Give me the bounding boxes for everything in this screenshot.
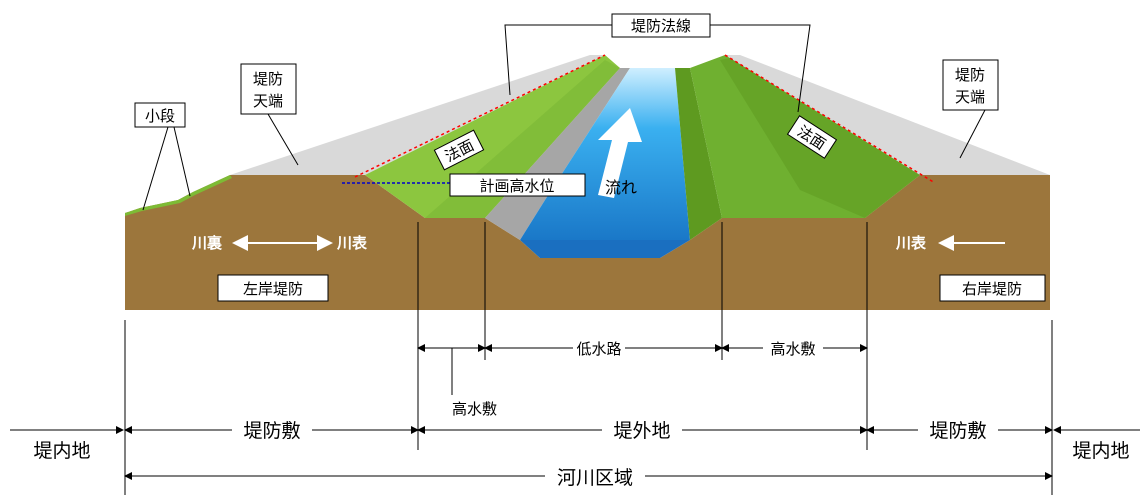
revetment <box>485 68 630 240</box>
embankment-line-right <box>724 54 936 184</box>
planned-high-water-label: 計画高水位 <box>479 178 554 195</box>
water-channel <box>520 68 690 240</box>
riverside-left-label: 川表 <box>336 234 368 252</box>
inland-left-label: 堤内地 <box>33 440 90 462</box>
berm-leader-2 <box>173 126 191 197</box>
berm-label: 小段 <box>145 108 175 125</box>
arrow-head-right <box>317 235 333 251</box>
embankment-line-label: 堤防法線 <box>631 18 691 35</box>
crown-left-label-2: 天端 <box>253 93 283 110</box>
crown-right <box>725 55 1050 175</box>
riverside-land-label: 堤外地 <box>613 420 670 442</box>
reference-lines <box>124 222 1053 495</box>
embankment-line-leader <box>504 24 612 96</box>
arrow-head-left <box>232 235 248 251</box>
planned-high-water-label-box <box>449 173 586 197</box>
landside-left-label: 川裏 <box>191 234 223 252</box>
crown-left-label-1: 堤防 <box>253 71 283 88</box>
flow-label: 流れ <box>605 179 637 197</box>
arrow-head-right-side <box>938 235 954 251</box>
berm-leader-1 <box>142 126 169 211</box>
left-levee-label: 左岸堤防 <box>243 281 303 298</box>
riverside-land-label-bg <box>602 418 682 442</box>
embankment-line-leader-right <box>710 24 811 113</box>
left-slope-grass <box>365 55 620 218</box>
right-slope-inner <box>675 68 722 240</box>
right-levee-label: 右岸堤防 <box>962 281 1022 298</box>
high-water-bed-right-label: 高水敷 <box>770 340 815 358</box>
soil-body <box>125 175 1050 310</box>
river-area-label-bg <box>545 463 645 489</box>
high-water-bed-right-label-bg <box>763 338 823 358</box>
slope-left-label-box <box>433 129 485 171</box>
crown-right-label-1: 堤防 <box>955 67 985 84</box>
berm-label-box <box>134 102 186 128</box>
flow-arrow <box>598 108 642 198</box>
left-levee-label-box <box>217 274 329 302</box>
berm-grass <box>125 175 232 216</box>
low-water-channel-label: 低水路 <box>576 341 621 358</box>
embankment-line-left <box>354 54 606 178</box>
river-area-label: 河川区域 <box>557 467 633 489</box>
levee-site-left-label-bg <box>232 418 312 442</box>
high-water-bed-left-label: 高水敷 <box>452 400 497 418</box>
right-levee-label-box <box>939 274 1046 302</box>
riverside-right-label: 川表 <box>895 234 927 252</box>
crown-right-label-box <box>942 59 999 111</box>
crown-left <box>230 55 605 175</box>
levee-site-right-label: 堤防敷 <box>929 420 986 442</box>
crown-right-label-2: 天端 <box>955 89 985 106</box>
slope-right-label-box <box>786 115 838 159</box>
low-water-channel-label-bg <box>573 338 625 358</box>
levee-site-left-label: 堤防敷 <box>243 420 300 442</box>
water-bottom <box>520 240 690 258</box>
crown-left-leader <box>267 113 299 166</box>
crown-left-label-box <box>240 63 297 115</box>
levee-site-right-label-bg <box>918 418 998 442</box>
inland-right-label: 堤内地 <box>1072 440 1129 462</box>
crown-right-leader <box>959 109 986 159</box>
